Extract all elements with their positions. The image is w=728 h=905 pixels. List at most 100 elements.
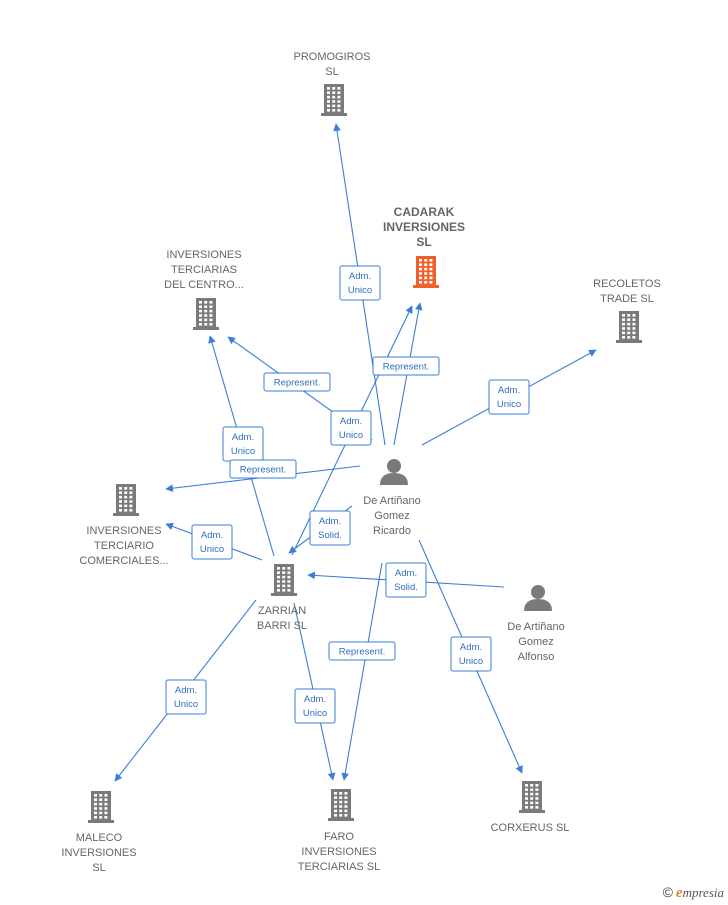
node-label-line: MALECO xyxy=(76,832,123,844)
relation-badge-box xyxy=(165,679,207,715)
node-label-line: INVERSIONES xyxy=(61,847,136,859)
node-label-line: SL xyxy=(325,66,338,78)
building-icon xyxy=(193,298,219,330)
relation-badge-text: Solid. xyxy=(394,582,418,593)
node-label-line: COMERCIALES... xyxy=(79,555,168,567)
node-label-line: CORXERUS SL xyxy=(491,822,570,834)
relation-badge[interactable]: Represent. xyxy=(229,459,297,479)
node-label-line: INVERSIONES xyxy=(383,220,465,234)
relation-badge-text: Adm. xyxy=(498,385,520,396)
relation-badge[interactable]: Adm. Unico xyxy=(339,265,381,301)
relation-badge-text: Represent. xyxy=(339,647,385,658)
node-label-line: INVERSIONES xyxy=(301,846,376,858)
relation-badge-box xyxy=(450,636,492,672)
relation-badge-text: Adm. xyxy=(175,685,197,696)
relation-badge-text: Unico xyxy=(339,430,363,441)
node-maleco[interactable]: MALECO INVERSIONES SL xyxy=(61,791,137,874)
relation-badge-text: Unico xyxy=(231,446,255,457)
node-zarrian[interactable]: ZARRIAN BARRI SL xyxy=(257,564,307,632)
node-label-line: DEL CENTRO... xyxy=(164,279,244,291)
node-corxerus[interactable]: CORXERUS SL xyxy=(491,781,570,834)
relation-badge-text: Represent. xyxy=(383,362,429,373)
building-icon xyxy=(519,781,545,813)
relation-badge[interactable]: Adm. Unico xyxy=(165,679,207,715)
relation-badge[interactable]: Adm. Unico xyxy=(222,426,264,462)
node-label-line: SL xyxy=(416,235,431,249)
relation-badge-text: Unico xyxy=(497,399,521,410)
relation-badge-box xyxy=(229,459,297,479)
relation-badge-text: Represent. xyxy=(240,465,286,476)
node-recoletos[interactable]: RECOLETOS TRADE SL xyxy=(593,278,661,343)
copyright-symbol: © xyxy=(662,884,673,900)
relation-badge[interactable]: Adm.Solid. xyxy=(385,562,427,598)
relation-badge-text: Unico xyxy=(348,285,372,296)
node-label-line: TERCIARIO xyxy=(94,540,154,552)
footer-brand: ©empresia xyxy=(663,884,724,902)
node-label-line: TERCIARIAS SL xyxy=(298,861,381,873)
node-label-line: ZARRIAN xyxy=(258,605,306,617)
relation-badge-text: Unico xyxy=(174,699,198,710)
node-label-line: BARRI SL xyxy=(257,620,307,632)
relation-badge-box xyxy=(191,524,233,560)
person-icon xyxy=(524,585,552,611)
building-icon xyxy=(328,789,354,821)
relation-badge-text: Adm. xyxy=(460,642,482,653)
relation-badge-text: Adm. xyxy=(349,271,371,282)
node-label-line: Gomez xyxy=(518,636,553,648)
building-icon xyxy=(271,564,297,596)
relation-badge-text: Adm. xyxy=(340,416,362,427)
node-label-line: PROMOGIROS xyxy=(293,51,370,63)
relation-badge-box xyxy=(372,356,440,376)
relation-badge-text: Adm. xyxy=(319,516,341,527)
relation-badge-text: Solid. xyxy=(318,530,342,541)
relation-badge[interactable]: Adm. Unico xyxy=(450,636,492,672)
relation-badge-text: Unico xyxy=(303,708,327,719)
relation-badge-box xyxy=(309,510,351,546)
relation-badge-box xyxy=(339,265,381,301)
badges-layer: Adm.UnicoRepresent.Adm.UnicoAdm.UnicoRep… xyxy=(165,265,530,724)
relation-badge[interactable]: Represent. xyxy=(328,641,396,661)
relation-badge[interactable]: Represent. xyxy=(372,356,440,376)
node-label-line: TRADE SL xyxy=(600,293,654,305)
building-icon xyxy=(88,791,114,823)
relation-badge-box xyxy=(263,372,331,392)
node-label-line: FARO xyxy=(324,831,354,843)
node-label-line: Alfonso xyxy=(518,651,555,663)
node-faro[interactable]: FARO INVERSIONES TERCIARIAS SL xyxy=(298,789,381,873)
relation-badge-box xyxy=(488,379,530,415)
node-label-line: INVERSIONES xyxy=(86,525,161,537)
relation-badge[interactable]: Adm. Unico xyxy=(294,688,336,724)
relation-badge-text: Adm. xyxy=(304,694,326,705)
node-label-line: De Artiñano xyxy=(363,495,420,507)
node-label-line: INVERSIONES xyxy=(166,249,241,261)
building-icon xyxy=(616,311,642,343)
person-icon xyxy=(380,459,408,485)
brand-name: mpresia xyxy=(682,885,724,900)
relation-badge[interactable]: Adm. Unico xyxy=(330,410,372,446)
relation-badge[interactable]: Adm. Solid. xyxy=(309,510,351,546)
node-label-line: TERCIARIAS xyxy=(171,264,237,276)
relation-badge[interactable]: Adm. Unico xyxy=(488,379,530,415)
building-icon xyxy=(413,256,439,288)
brand-initial: e xyxy=(675,885,683,901)
node-label-line: RECOLETOS xyxy=(593,278,661,290)
nodes-layer: PROMOGIROSSLCADARAKINVERSIONESSLRECOLETO… xyxy=(61,51,660,874)
node-label-line: Ricardo xyxy=(373,525,411,537)
relation-badge-text: Adm. xyxy=(232,432,254,443)
relation-badge-box xyxy=(328,641,396,661)
node-promogiros[interactable]: PROMOGIROS SL xyxy=(293,51,371,116)
node-label-line: Gomez xyxy=(374,510,409,522)
building-icon xyxy=(321,84,347,116)
node-label-line: SL xyxy=(92,862,105,874)
relation-badge[interactable]: Represent. xyxy=(263,372,331,392)
relation-badge-text: Unico xyxy=(459,656,483,667)
node-terciario-comerciales[interactable]: INVERSIONES TERCIARIO COMERCIALES... xyxy=(79,484,169,567)
relation-badge[interactable]: Adm.Unico xyxy=(191,524,233,560)
edge-ricardo-to-faro xyxy=(341,562,383,781)
relation-badge-box xyxy=(385,562,427,598)
node-terciarias-centro[interactable]: INVERSIONES TERCIARIAS DEL CENTRO... xyxy=(164,249,244,330)
